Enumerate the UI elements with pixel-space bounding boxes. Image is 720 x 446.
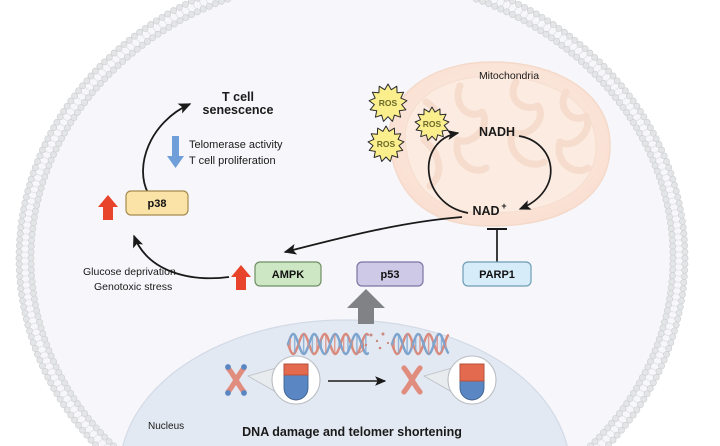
- parp1-box[interactable]: [462, 261, 532, 287]
- nadh-to-nad-arrow: [518, 135, 552, 210]
- p38-label: p38: [148, 198, 167, 210]
- nad-plus-label: NAD +: [472, 201, 506, 218]
- ampk-label: AMPK: [272, 269, 304, 281]
- nad-to-nadh-arrow: [427, 129, 469, 214]
- ros-label: ROS: [379, 98, 398, 108]
- ampk-box[interactable]: [254, 261, 322, 287]
- node-p53[interactable]: p53: [356, 261, 424, 287]
- dna-segment-left: [286, 332, 370, 356]
- nad-to-ampk-arrow: [283, 216, 463, 255]
- ros-burst: ROS: [414, 106, 450, 141]
- chromosome-left-body: [225, 364, 247, 396]
- genotoxic-stress-label: Genotoxic stress: [94, 281, 172, 293]
- p53-box[interactable]: [356, 261, 424, 287]
- nad-superscript: +: [501, 201, 506, 211]
- node-parp1[interactable]: PARP1: [462, 261, 532, 287]
- telomere-capsule-short: [459, 363, 485, 401]
- nad-cycle: NADH NAD +: [427, 125, 552, 218]
- ros-burst: ROS: [368, 83, 408, 122]
- membrane-heads: [15, 0, 689, 446]
- title-line-1: T cell: [222, 90, 254, 104]
- glucose-deprivation-label: Glucose deprivation: [83, 266, 176, 278]
- ros-label: ROS: [377, 139, 396, 149]
- telomere-cap: [241, 364, 247, 370]
- parp1-label: PARP1: [479, 269, 515, 281]
- nadh-label: NADH: [479, 125, 515, 139]
- telomere-cap: [225, 364, 231, 370]
- node-ampk[interactable]: AMPK: [231, 261, 322, 290]
- p38-to-senescence-arrow: [142, 103, 192, 194]
- up-arrow-icon: [98, 195, 118, 220]
- mitochondria-label: Mitochondria: [479, 70, 539, 82]
- down-arrow-icon: [167, 136, 184, 168]
- node-p38[interactable]: p38: [98, 190, 189, 220]
- telomere-cap: [225, 390, 231, 396]
- ros-burst: ROS: [367, 125, 405, 162]
- chromosome-right-body: [401, 365, 423, 395]
- chromosome-normal: [225, 355, 321, 405]
- ampk-to-p38-arrow: [133, 234, 230, 280]
- dna-helix: [286, 332, 450, 356]
- telomerase-activity-label: Telomerase activity: [189, 139, 283, 151]
- page-title: T cell senescence: [203, 90, 274, 117]
- plasma-membrane: [15, 0, 689, 446]
- nucleus-label: Nucleus: [148, 421, 184, 432]
- inhibition-tbar-icon: [487, 228, 507, 262]
- nuclear-envelope: [122, 319, 568, 446]
- dna-break-fragments: [356, 332, 390, 353]
- p38-box[interactable]: [125, 190, 189, 216]
- ros-group: ROS ROS ROS: [367, 83, 450, 162]
- telomere-cap: [241, 390, 247, 396]
- p53-label: p53: [381, 269, 400, 281]
- mitochondria: Mitochondria: [388, 61, 611, 227]
- block-arrow-up-icon: [347, 289, 385, 324]
- nad-label: NAD: [472, 204, 499, 218]
- nucleus: Nucleus: [122, 319, 568, 446]
- telomere-capsule-long: [283, 363, 309, 401]
- t-cell-proliferation-label: T cell proliferation: [189, 155, 276, 167]
- chromosome-shortened: [401, 355, 497, 405]
- dna-segment-right: [390, 332, 450, 356]
- title-line-2: senescence: [203, 103, 274, 117]
- nucleus-caption: DNA damage and telomer shortening: [242, 425, 462, 439]
- up-arrow-icon: [231, 265, 251, 290]
- ros-label: ROS: [423, 119, 442, 129]
